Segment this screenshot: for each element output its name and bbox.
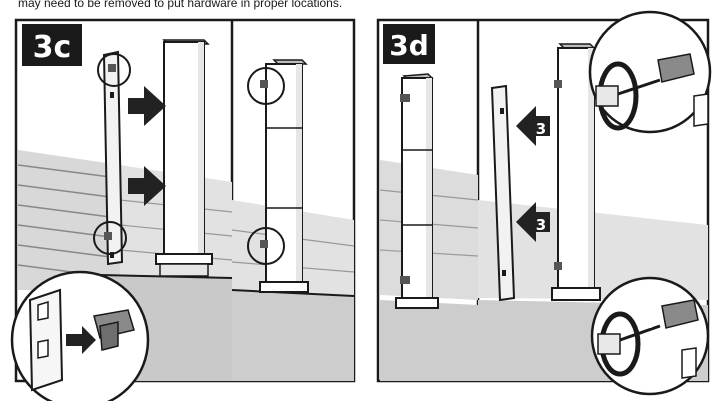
move-arrow-lower-3d (516, 202, 550, 242)
detail-circle-top-3c (97, 53, 131, 87)
attach-arrow-upper (128, 86, 166, 126)
inset-arrow (66, 326, 96, 354)
loose-hardware-strip-3d (490, 84, 516, 302)
arrow-number-lower: 3 (536, 216, 546, 234)
screwdriver-inset-bottom: 2 (590, 276, 710, 396)
move-arrow-upper-3d (516, 106, 550, 146)
step-label-3c: 3c (33, 30, 72, 65)
step-label-3d: 3d (389, 29, 429, 62)
screw-callout-number-1: 1 (641, 71, 650, 86)
arrow-number-upper: 3 (536, 120, 546, 138)
panel-3c: 3c (10, 18, 356, 406)
screwdriver-inset-top: 1 (588, 10, 712, 134)
post-sleeve-3d (551, 43, 601, 301)
hardware-strip-3c (93, 50, 131, 266)
step-badge-3d (383, 24, 435, 64)
zoom-inset-3c (10, 270, 150, 406)
assembled-post-3c (231, 59, 355, 381)
screw-callout-number-2: 2 (643, 317, 652, 332)
panel-3d: 3 3 1 (376, 10, 712, 396)
top-caption: may need to be removed to put hardware i… (18, 0, 342, 10)
step-badge-3c (22, 24, 82, 66)
attach-arrow-lower (128, 166, 166, 206)
post-with-hardware-3d (395, 73, 439, 309)
post-sleeve-3c (155, 39, 213, 277)
